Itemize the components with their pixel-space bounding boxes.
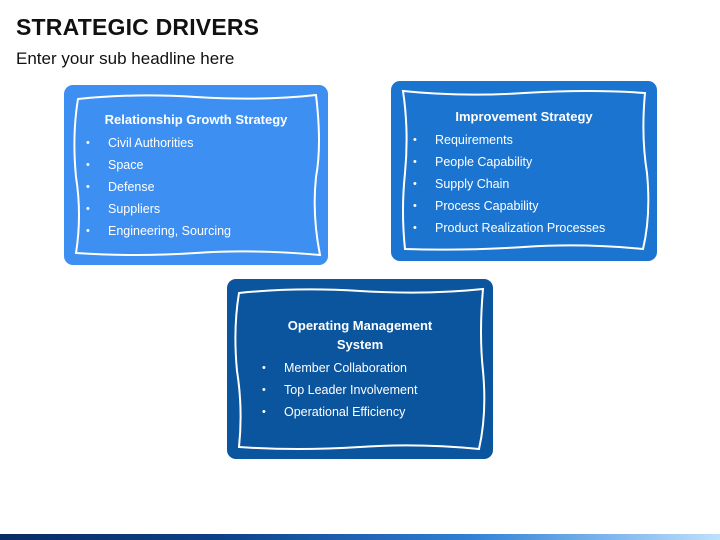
list-item: •Top Leader Involvement xyxy=(262,379,417,401)
card-bullet-list: •Requirements •People Capability •Supply… xyxy=(413,129,605,239)
bullet-icon: • xyxy=(262,362,266,374)
list-item: •Space xyxy=(86,154,231,176)
card-heading: Relationship Growth Strategy xyxy=(104,112,288,127)
page-subtitle: Enter your sub headline here xyxy=(16,49,235,68)
operating-management-system-card: Operating Management System •Member Coll… xyxy=(227,279,493,459)
card-heading: Operating Management System xyxy=(287,318,433,352)
card-heading: Improvement Strategy xyxy=(455,109,593,124)
list-item: •Suppliers xyxy=(86,198,231,220)
improvement-strategy-card: Improvement Strategy •Requirements •Peop… xyxy=(391,81,657,261)
bullet-icon: • xyxy=(413,178,417,190)
list-item: •Operational Efficiency xyxy=(262,401,417,423)
list-item: •People Capability xyxy=(413,151,605,173)
bullet-icon: • xyxy=(86,225,90,237)
footer-gradient-bar xyxy=(0,534,720,540)
bullet-icon: • xyxy=(86,181,90,193)
list-item: •Product Realization Processes xyxy=(413,217,605,239)
card-bullet-list: •Member Collaboration •Top Leader Involv… xyxy=(262,357,417,423)
bullet-icon: • xyxy=(86,159,90,171)
bullet-icon: • xyxy=(413,222,417,234)
bullet-icon: • xyxy=(262,406,266,418)
bullet-icon: • xyxy=(413,156,417,168)
list-item: •Supply Chain xyxy=(413,173,605,195)
bullet-icon: • xyxy=(262,384,266,396)
relationship-growth-strategy-card: Relationship Growth Strategy •Civil Auth… xyxy=(64,85,328,265)
list-item: •Engineering, Sourcing xyxy=(86,220,231,242)
list-item: •Requirements xyxy=(413,129,605,151)
list-item: •Process Capability xyxy=(413,195,605,217)
bullet-icon: • xyxy=(413,134,417,146)
page-title: STRATEGIC DRIVERS xyxy=(16,14,260,40)
card-bullet-list: •Civil Authorities •Space •Defense •Supp… xyxy=(86,132,231,242)
list-item: •Civil Authorities xyxy=(86,132,231,154)
bullet-icon: • xyxy=(413,200,417,212)
bullet-icon: • xyxy=(86,137,90,149)
list-item: •Member Collaboration xyxy=(262,357,417,379)
bullet-icon: • xyxy=(86,203,90,215)
list-item: •Defense xyxy=(86,176,231,198)
